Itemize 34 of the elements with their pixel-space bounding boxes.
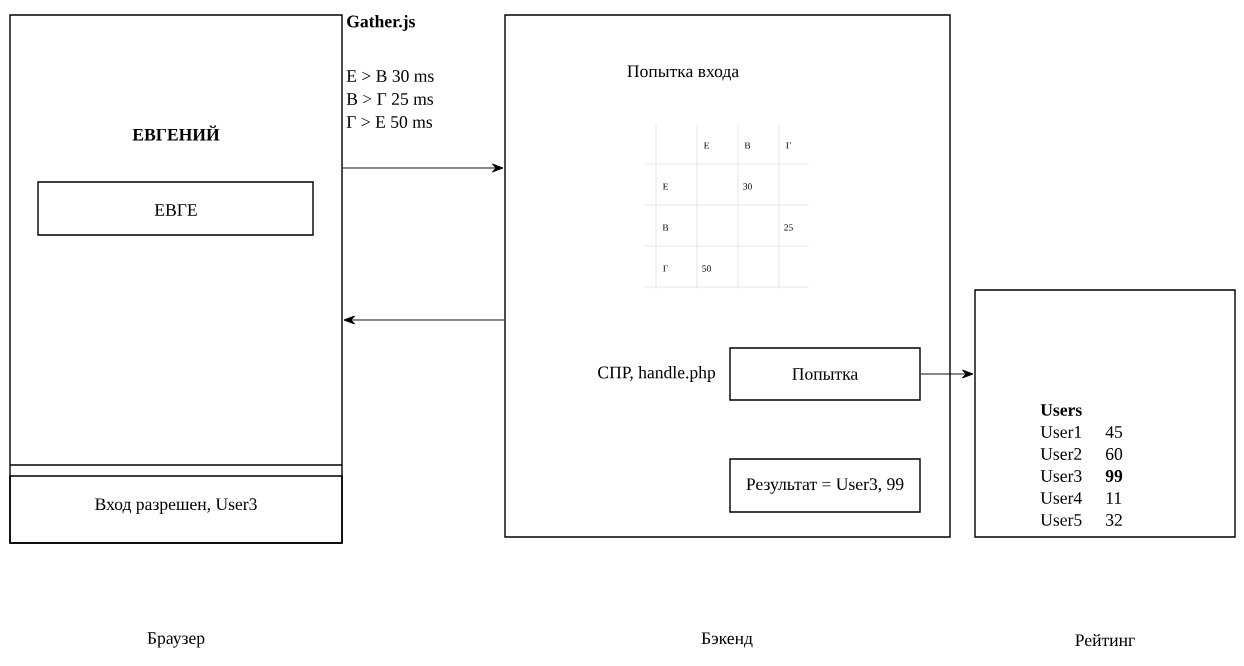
score: 11 bbox=[1106, 492, 1122, 504]
table-cell: Г bbox=[663, 265, 668, 272]
arrow bbox=[342, 163, 504, 173]
user-name: User2 bbox=[1040, 448, 1082, 460]
table-cell: 50 bbox=[702, 265, 711, 272]
attempt-box: Попытка bbox=[729, 347, 921, 401]
timing-text: Г > Е 50 ms bbox=[346, 116, 433, 128]
arrow bbox=[920, 369, 974, 379]
user-name: User5 bbox=[1040, 514, 1082, 526]
result-box: Результат = User3, 99 bbox=[729, 458, 921, 513]
table-cell: В bbox=[744, 142, 751, 149]
component-label: СПР, handle.php bbox=[598, 366, 716, 382]
table-cell: В bbox=[662, 224, 669, 231]
timing-text: Е > В 30 ms bbox=[346, 70, 434, 82]
score: 60 bbox=[1106, 448, 1123, 460]
score: 32 bbox=[1106, 514, 1122, 526]
arrow bbox=[343, 315, 505, 325]
table-cell: Е bbox=[662, 183, 668, 190]
table-cell: 30 bbox=[743, 183, 752, 190]
panel-title: Браузер bbox=[147, 632, 205, 648]
table-cell: Г bbox=[786, 142, 791, 149]
status-panel: Вход разрешен, User3 bbox=[9, 475, 343, 544]
table-cell: 25 bbox=[784, 224, 793, 231]
timing-text: В > Г 25 ms bbox=[346, 93, 434, 105]
score: 45 bbox=[1105, 426, 1123, 438]
user-name: User1 bbox=[1040, 426, 1082, 438]
table-cell: Е bbox=[703, 142, 709, 149]
input-field: ЕВГЕ bbox=[37, 181, 314, 236]
user-name: User3 bbox=[1040, 470, 1082, 482]
score: 99 bbox=[1105, 470, 1123, 482]
user-name: User4 bbox=[1040, 492, 1082, 504]
panel-title: Бэкенд bbox=[701, 632, 753, 648]
panel-title: Рейтинг bbox=[1075, 633, 1135, 647]
script-name: Gather.js bbox=[347, 15, 415, 31]
